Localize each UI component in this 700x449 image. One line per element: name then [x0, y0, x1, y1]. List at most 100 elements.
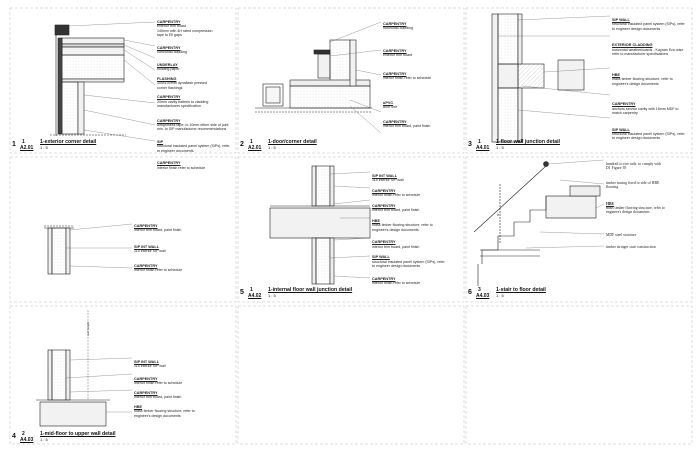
callout-heading: CARPENTRY: [157, 45, 181, 50]
callout-text: mass timber flooring structure, refer to: [612, 77, 673, 82]
detail-2-door-corner: [255, 39, 372, 113]
detail-3-leaders: [498, 15, 611, 119]
detail-3-floor-wall-junction: [491, 13, 585, 143]
callout-text: engineer's design documents: [134, 413, 181, 418]
callout-text: interior trim board, paint finish: [383, 124, 431, 129]
callout-text: airtightness tape: to 10mm either side o…: [157, 123, 229, 127]
callout-heading: HBE: [612, 72, 621, 77]
callout-heading: CARPENTRY: [612, 102, 636, 107]
callout-text: interior finish refer to schedule: [134, 268, 183, 273]
callout-heading: CARPENTRY: [372, 240, 396, 245]
callout-heading: CARPENTRY: [134, 264, 158, 268]
callout-heading: CARPENTRY: [372, 204, 396, 208]
callout-heading: HBE: [372, 219, 381, 223]
callout-heading: CARPENTRY: [383, 49, 407, 53]
callout-text: min. to SIP manufacturer recommendations: [157, 127, 227, 132]
detail-1-exterior-corner: [50, 24, 126, 136]
callout-heading: SIP WALL: [612, 127, 630, 132]
callout-text: horizontal cladding: [383, 26, 413, 31]
callout-text: to engineer design documents: [612, 136, 661, 141]
callout-text: building paper: [157, 67, 180, 72]
callout-text: manufacturers specification: [157, 104, 201, 108]
callout-text: corner flashings: [157, 85, 183, 90]
callout-text: handrail to rise rails, to comply with: [606, 162, 662, 166]
callout-text: mass timber flooring structure, refer to: [372, 223, 433, 228]
callout-heading: CARPENTRY: [157, 118, 181, 123]
callout-heading: UNDERLAY: [157, 62, 178, 67]
detail-2-leaders: [329, 21, 382, 134]
detail-6-leaders: [525, 159, 605, 249]
callout-heading: uPVC: [383, 101, 394, 105]
callout-text: horizontal cladding: [157, 50, 187, 55]
callout-text: door unit: [383, 105, 397, 110]
callout-text: match carpentry: [612, 111, 638, 115]
detail-7-interior-wall: [44, 225, 74, 275]
detail-4-leaders: [65, 357, 133, 413]
callout-text: interior trim board, paint finish: [372, 244, 420, 249]
callout-text: 115 interior SIP wall: [134, 364, 166, 369]
callout-text: 115 interior SIP wall: [372, 178, 404, 183]
callout-text: tape to Ell gaps: [157, 33, 182, 38]
callout-text: 20mm cavity battens to cladding: [157, 99, 209, 104]
detail-7-leaders: [66, 223, 133, 269]
callout-heading: CARPENTRY: [157, 20, 181, 24]
callout-text: to engineer design documents: [612, 26, 661, 31]
callout-heading: CARPENTRY: [383, 72, 407, 76]
callout-text: D1 Figure 39: [606, 166, 627, 171]
callout-text: structural insulated panel system (SIPs)…: [157, 144, 230, 149]
callout-text: 115 interior SIP wall: [134, 249, 166, 254]
callout-heading: CARPENTRY: [372, 189, 396, 193]
callout-text: structural insulated panel system (SIPs)…: [612, 22, 685, 27]
callout-heading: HBE: [606, 201, 615, 206]
callout-heading: HBE: [134, 405, 143, 409]
callout-text: to engineer design documents: [372, 264, 421, 269]
callout-heading: SIP WALL: [372, 255, 390, 260]
callout-text: exterior trim board: [157, 24, 187, 29]
callout-text: timber stringer stair construction: [606, 245, 656, 250]
callout-text: interior finish refer to schedule: [372, 281, 421, 286]
callout-text: 145mm with 4H rated compression: [157, 28, 213, 33]
callout-text: interior finish refer to schedule: [383, 76, 432, 81]
detail-5-leaders: [329, 171, 371, 279]
viewport-grid: [9, 7, 693, 445]
callout-heading: CARPENTRY: [134, 224, 158, 228]
callout-text: structural insulated panel system (SIPs)…: [372, 259, 445, 264]
callout-text: exterior trim board: [383, 53, 413, 58]
dimension-label-d4: roof height: [86, 321, 90, 336]
callout-text: interior trim board, paint finish: [134, 228, 182, 233]
callout-heading: SIP: [157, 140, 164, 144]
callout-heading: CARPENTRY: [157, 161, 181, 166]
callout-text: engineer's design documents: [612, 81, 659, 86]
callout-heading: CARPENTRY: [383, 120, 407, 124]
detail-6-stair-floor: [473, 161, 601, 286]
callout-heading: SIP INT WALL: [134, 360, 160, 364]
